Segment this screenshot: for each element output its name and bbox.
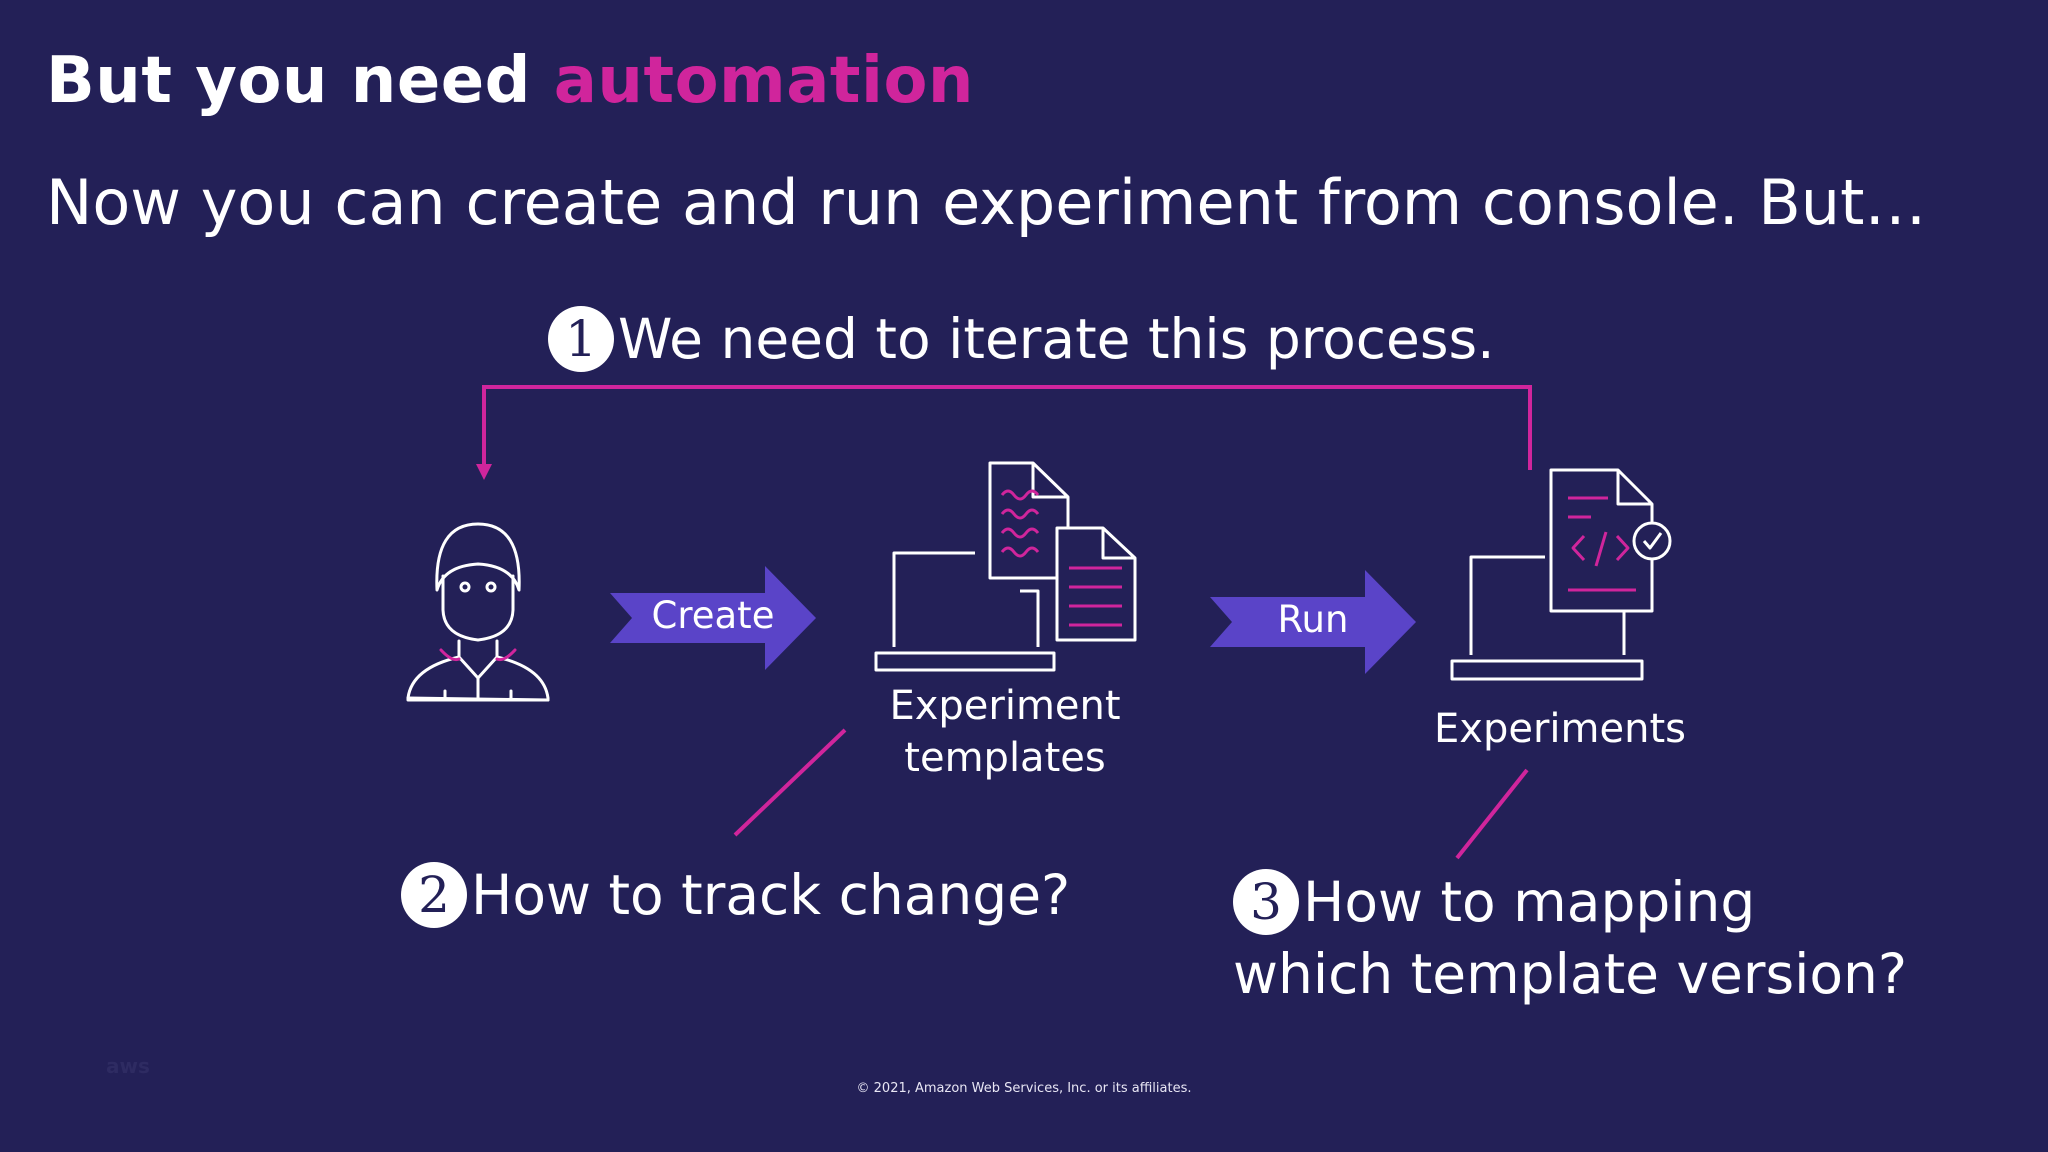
title-accent: automation: [553, 44, 974, 118]
experiments-connector-line: [1455, 768, 1529, 860]
step-2: 2 How to track change?: [401, 862, 1070, 928]
step-2-badge: 2: [401, 862, 467, 928]
slide-subtitle: Now you can create and run experiment fr…: [46, 166, 1927, 239]
slide-title: But you need automation: [46, 44, 974, 118]
step-3-text-line1: How to mapping: [1303, 870, 1756, 934]
step-2-text: How to track change?: [471, 863, 1071, 927]
experiments-icon: [1450, 468, 1672, 681]
create-arrow-label: Create: [651, 594, 775, 637]
iterate-loop-arrowhead: [476, 464, 492, 480]
iterate-loop-line: [482, 385, 1532, 472]
run-arrow-label: Run: [1277, 598, 1349, 641]
copyright-footer: © 2021, Amazon Web Services, Inc. or its…: [856, 1081, 1192, 1096]
step-1-badge: 1: [548, 306, 614, 372]
step-1: 1 We need to iterate this process.: [548, 306, 1495, 372]
user-icon: [406, 522, 550, 702]
experiment-templates-label-line2: templates: [904, 735, 1106, 781]
experiment-templates-icon: [874, 461, 1137, 672]
title-prefix: But you need: [46, 44, 554, 118]
experiment-templates-label: Experiment templates: [850, 680, 1160, 784]
step-1-text: We need to iterate this process.: [618, 307, 1495, 371]
step-3-badge: 3: [1233, 869, 1299, 935]
create-arrow: [610, 566, 816, 670]
step-3-text-line2: which template version?: [1233, 942, 1908, 1006]
run-arrow: [1210, 570, 1416, 674]
aws-logo: aws: [106, 1054, 150, 1078]
step-3: 3 How to mapping which template version?: [1233, 866, 1907, 1010]
templates-connector-line: [733, 728, 847, 837]
experiments-label: Experiments: [1434, 706, 1686, 752]
experiment-templates-label-line1: Experiment: [889, 683, 1121, 729]
